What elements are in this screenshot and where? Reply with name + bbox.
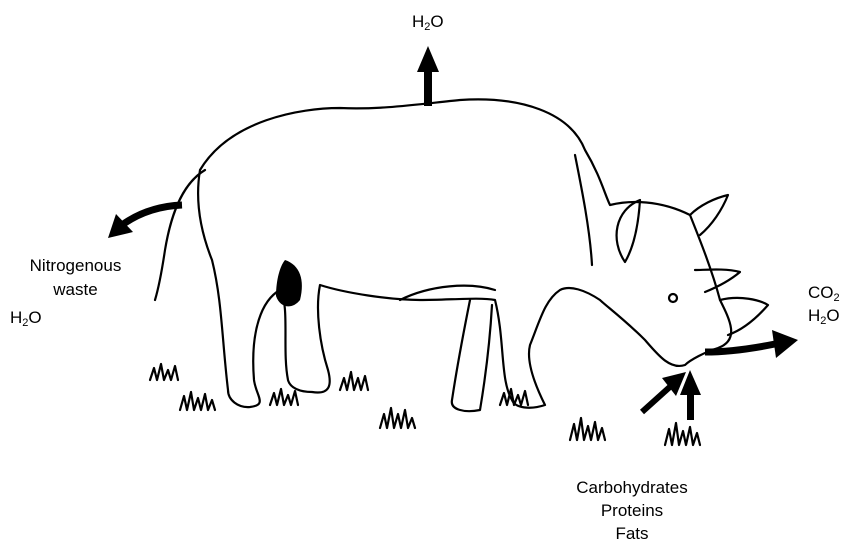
co2-base: CO — [808, 283, 834, 302]
nitrogenous-line1: Nitrogenous — [8, 256, 143, 276]
rhino-body — [198, 99, 731, 407]
grass-tuft — [665, 423, 700, 445]
nitrogenous-line2: waste — [8, 280, 143, 300]
grass-tuft — [180, 392, 215, 410]
grass-tuft — [340, 372, 368, 390]
left-water-base: H — [10, 308, 22, 327]
grass-tuft — [270, 389, 298, 405]
input-carbohydrates: Carbohydrates — [552, 476, 712, 499]
left-water-label: H2O — [10, 308, 42, 333]
rhino-front-leg — [452, 300, 492, 411]
arrow-food-in-diagonal — [642, 372, 686, 412]
food-inputs-label: Carbohydrates Proteins Fats — [552, 476, 712, 545]
arrow-co2-water-out — [705, 330, 798, 358]
grass-tuft — [150, 364, 178, 380]
co2-sub: 2 — [834, 292, 840, 304]
nitrogenous-waste-label: Nitrogenous waste — [8, 256, 143, 300]
rhino-ear-left — [617, 200, 640, 262]
input-fats: Fats — [552, 522, 712, 545]
top-water-tail: O — [430, 12, 443, 31]
input-proteins: Proteins — [552, 499, 712, 522]
grass-tuft — [500, 389, 528, 405]
rhino-shadow — [276, 260, 302, 306]
right-water-tail: O — [826, 306, 839, 325]
right-water-label: H2O — [808, 306, 840, 331]
co2-label: CO2 — [808, 283, 840, 308]
grass-tuft — [570, 418, 605, 440]
top-water-base: H — [412, 12, 424, 31]
arrow-up-water — [417, 46, 439, 106]
right-water-base: H — [808, 306, 820, 325]
top-water-label: H2O — [412, 12, 444, 37]
rhino-skin-fold — [575, 155, 592, 265]
rhino-eye — [669, 294, 677, 302]
grass-tuft — [380, 408, 415, 428]
left-water-tail: O — [28, 308, 41, 327]
